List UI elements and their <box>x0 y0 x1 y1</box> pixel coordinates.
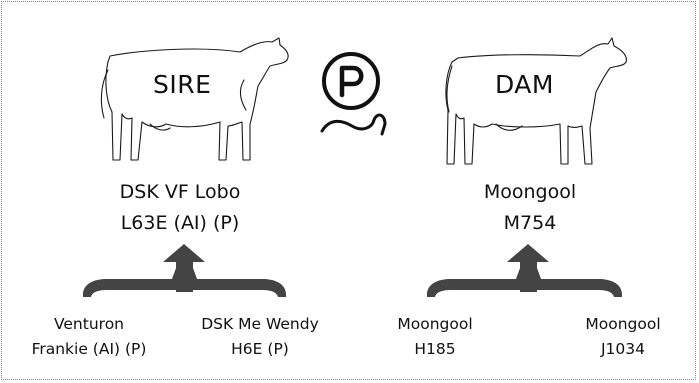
dam-parent-1: Moongool H185 <box>397 315 473 358</box>
polled-p-icon <box>320 52 387 136</box>
sire-parent-1: Venturon Frankie (AI) (P) <box>31 315 147 358</box>
dam-name-block: Moongool M754 <box>460 177 600 239</box>
dam-parent-bracket <box>426 244 623 297</box>
dam-name: Moongool <box>483 181 577 203</box>
cow-icon <box>445 37 627 165</box>
dam-label: DAM <box>495 70 554 99</box>
sire-name: DSK VF Lobo <box>119 181 241 203</box>
bull-icon <box>100 37 289 161</box>
sire-id: L63E (AI) (P) <box>120 212 240 234</box>
sire-name-block: DSK VF Lobo L63E (AI) (P) <box>100 177 260 239</box>
sire-parent-2: DSK Me Wendy H6E (P) <box>201 315 319 358</box>
sire-parent-bracket <box>82 244 287 297</box>
dam-id: M754 <box>503 212 557 234</box>
dam-parent-2: Moongool J1034 <box>585 315 661 358</box>
sire-label: SIRE <box>153 70 212 99</box>
